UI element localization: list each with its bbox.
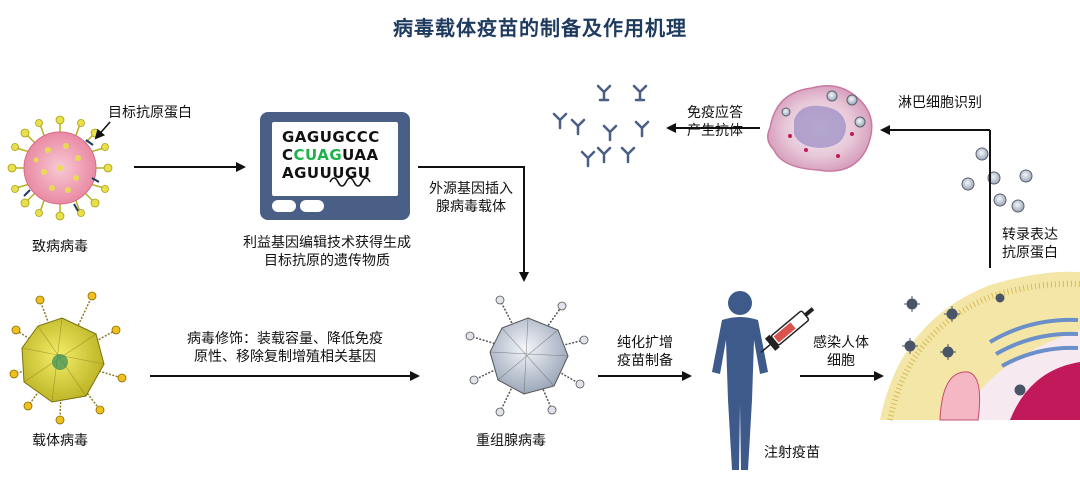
diagram-title: 病毒载体疫苗的制备及作用机理 (393, 16, 687, 40)
label-immune-line-2: 产生抗体 (687, 123, 743, 139)
label-vector-virus: 载体病毒 (32, 433, 88, 449)
antibodies-icon (552, 84, 650, 168)
label-insert-gene-line-2: 腺病毒载体 (436, 199, 506, 215)
sequence-line-2-prefix: C (282, 146, 294, 164)
label-virus-modification-line-2: 原性、移除复制增殖相关基因 (194, 349, 376, 365)
lymphocyte-icon (767, 85, 873, 172)
label-target-antigen-protein: 目标抗原蛋白 (108, 105, 192, 121)
label-pathogenic-virus: 致病病毒 (32, 239, 88, 255)
sequence-highlight: CUAG (293, 146, 343, 164)
recombinant-adenovirus-icon (465, 295, 589, 417)
vector-virus-icon (9, 291, 127, 425)
label-purify-line-1: 纯化扩增 (617, 335, 673, 351)
human-body-icon (712, 291, 768, 470)
pathogenic-virus-icon (7, 115, 113, 221)
label-transcribe-line-2: 抗原蛋白 (1002, 245, 1058, 261)
label-immune-line-1: 免疫应答 (687, 105, 743, 121)
sequence-line-2: CCUAGUAA (282, 146, 379, 164)
label-recombinant-adenovirus: 重组腺病毒 (476, 433, 546, 449)
syringe-icon (760, 307, 815, 354)
label-insert-gene: 外源基因插入 腺病毒载体 (416, 180, 526, 216)
label-gene-editing: 利益基因编辑技术获得生成 目标抗原的遗传物质 (222, 234, 432, 270)
label-virus-modification-line-1: 病毒修饰：装载容量、降低免疫 (187, 331, 383, 347)
label-gene-editing-line-1: 利益基因编辑技术获得生成 (243, 235, 411, 251)
arrow-monitor-to-adenovirus (418, 166, 529, 282)
label-insert-gene-line-1: 外源基因插入 (429, 181, 513, 197)
label-gene-editing-line-2: 目标抗原的遗传物质 (264, 253, 390, 269)
label-transcribe: 转录表达 抗原蛋白 (1002, 226, 1058, 262)
label-virus-modification: 病毒修饰：装载容量、降低免疫 原性、移除复制增殖相关基因 (150, 330, 420, 366)
label-immune-response: 免疫应答 产生抗体 (670, 104, 760, 140)
monitor-icon (260, 112, 410, 220)
label-transcribe-line-1: 转录表达 (1002, 227, 1058, 243)
label-lymph-recognition: 淋巴细胞识别 (898, 95, 982, 111)
label-infect-line-2: 细胞 (827, 353, 855, 369)
sequence-line-1: GAGUGCCC (282, 128, 380, 146)
sequence-line-3: AGUUUGU (282, 164, 371, 182)
antigen-pointer-arrow (94, 121, 111, 140)
label-infect-line-1: 感染人体 (813, 335, 869, 351)
host-cell-icon (880, 271, 1080, 421)
label-vaccine-injection: 注射疫苗 (764, 445, 820, 461)
label-purify: 纯化扩增 疫苗制备 (600, 334, 690, 370)
label-purify-line-2: 疫苗制备 (617, 353, 673, 369)
label-infect: 感染人体 细胞 (800, 334, 882, 370)
sequence-line-2-suffix: UAA (342, 146, 379, 164)
antigen-particles-icon (961, 147, 1033, 213)
